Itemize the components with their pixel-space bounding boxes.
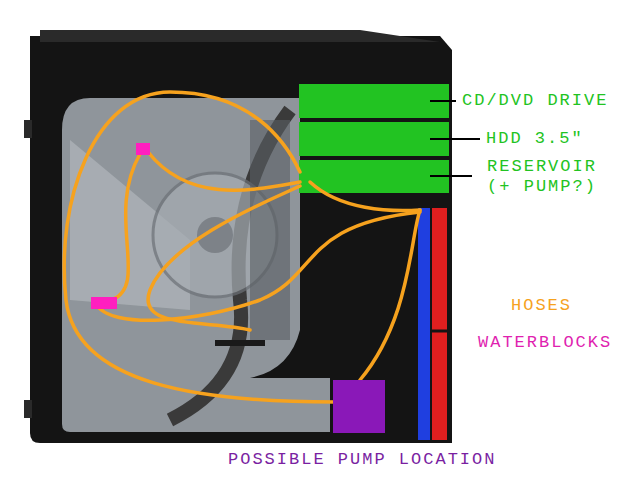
waterblock <box>91 297 117 309</box>
blue-bar <box>418 208 430 440</box>
hose <box>64 92 335 402</box>
hdd-bay <box>299 122 449 156</box>
leader-line <box>430 175 472 177</box>
drive-label: HDD 3.5" <box>486 129 584 149</box>
drive-label: RESERVOIR (+ PUMP?) <box>478 157 606 197</box>
pci-slot <box>215 340 265 346</box>
side-window <box>62 98 330 432</box>
hose <box>148 186 300 330</box>
hose <box>96 212 420 320</box>
case-top <box>40 30 440 42</box>
hose <box>148 152 300 190</box>
pump <box>333 380 385 433</box>
cd-dvd-drive <box>299 84 449 118</box>
legend-text: WATERBLOCKS <box>478 333 612 353</box>
legend-text: HOSES <box>511 296 572 316</box>
hose <box>310 182 420 211</box>
hose <box>112 154 140 300</box>
reservoir <box>299 160 449 193</box>
leader-line <box>430 100 456 102</box>
bar-divider <box>432 330 447 333</box>
leader-line <box>430 138 480 140</box>
drive-label: CD/DVD DRIVE <box>462 91 608 111</box>
red-bar <box>432 208 447 440</box>
case-body <box>30 36 452 443</box>
hose <box>360 210 420 380</box>
internal-cables <box>250 120 290 340</box>
hoses <box>64 92 420 402</box>
case-foot <box>24 120 32 138</box>
waterblock <box>136 143 150 155</box>
caption-label: POSSIBLE PUMP LOCATION <box>228 450 496 470</box>
case-foot <box>24 400 32 418</box>
